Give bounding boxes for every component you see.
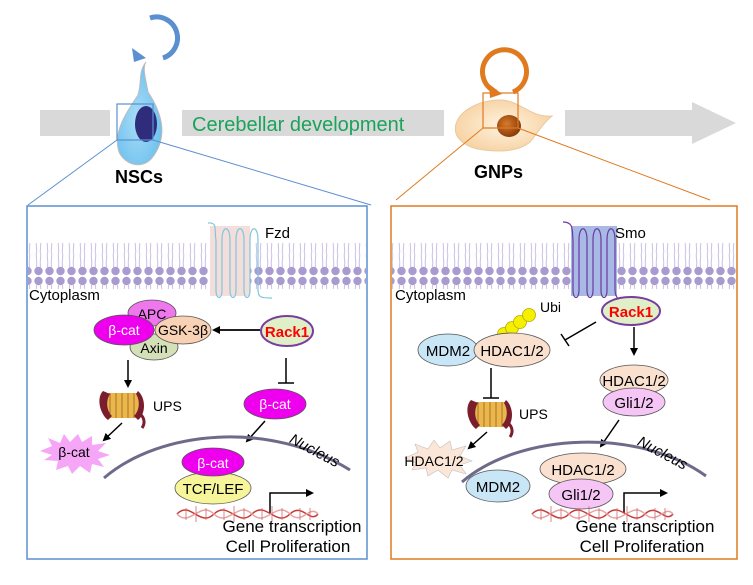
degraded-beta-cat-burst-icon: [40, 434, 110, 474]
inhibit-rack1-hdac-line: [564, 321, 597, 341]
self-renewal-arrow-icon-gnp: [480, 47, 529, 95]
outcome-line2-left: Cell Proliferation: [226, 537, 351, 556]
rack1-label-left: Rack1: [265, 324, 309, 341]
zoom-line-left-b: [152, 139, 372, 206]
right-panel-shh: Smo Cytoplasm Ubi Rack1 MDM2 HDAC1/2 HDA…: [390, 205, 738, 560]
timeline-arrow-icon: [565, 102, 736, 144]
nuclear-envelope-right: [461, 440, 707, 484]
apc-label: APC: [138, 306, 167, 322]
axin-label: Axin: [140, 340, 167, 356]
nuclear-gli-node: [548, 478, 614, 510]
gnp-zoom-box: [482, 92, 519, 129]
hdac-complex-label: HDAC1/2: [480, 343, 543, 360]
degraded-beta-cat-label: β-cat: [58, 444, 90, 460]
zoom-line-right-b: [517, 127, 711, 201]
smo-receptor-icon: [562, 221, 629, 303]
outcome-line1-left: Gene transcription: [223, 517, 362, 536]
gsk3b-label: GSK-3β: [158, 322, 208, 338]
dna-helix-icon-right: [531, 506, 674, 522]
nsc-nucleus: [135, 106, 157, 142]
timeline-bar-left: [40, 110, 110, 136]
cytoplasm-label-left: Cytoplasm: [29, 287, 100, 304]
outcome-line2-right: Cell Proliferation: [580, 537, 705, 556]
proteasome-icon-right: [467, 400, 514, 438]
beta-cat-complex-label: β-cat: [108, 322, 140, 338]
rack1-label-right: Rack1: [609, 304, 653, 321]
cell-membrane-right: [392, 243, 736, 289]
gnp-cell-icon: [454, 47, 554, 152]
mdm2-label: MDM2: [426, 343, 470, 360]
nuclear-mdm2-label: MDM2: [476, 479, 520, 496]
gli-right-node: [602, 387, 666, 417]
outcome-line1-right: Gene transcription: [576, 517, 715, 536]
free-beta-cat-node: [243, 388, 307, 420]
stage-banner-text: Cerebellar development: [192, 114, 405, 136]
inhibit-rack1-hdac-bar: [560, 333, 570, 347]
fzd-label: Fzd: [265, 225, 290, 242]
arrow-ups-to-degraded-hdac: [467, 431, 488, 450]
hdac-right-label: HDAC1/2: [602, 373, 665, 390]
degraded-hdac-burst-icon: [404, 439, 473, 479]
zoom-line-right-a: [395, 127, 484, 201]
nsc-cell-icon: [116, 14, 181, 166]
gnp-label: GNPs: [474, 162, 523, 182]
fzd-receptor-icon: [207, 222, 273, 299]
transcription-start-arrow-left: [269, 489, 314, 513]
gli-right-label: Gli1/2: [614, 395, 653, 412]
nsc-zoom-box: [116, 103, 154, 141]
nsc-label: NSCs: [115, 167, 163, 187]
gnp-nucleus: [497, 115, 521, 137]
dna-helix-icon-left: [176, 506, 319, 522]
nuclear-envelope-left: [103, 435, 351, 480]
proteasome-icon-left: [99, 391, 146, 429]
arrow-ups-to-degraded: [102, 422, 123, 442]
ubi-label: Ubi: [540, 299, 561, 315]
hdac-complex-node: [473, 332, 551, 368]
free-beta-cat-label: β-cat: [259, 396, 291, 412]
cytoplasm-label-right: Cytoplasm: [395, 287, 466, 304]
rack1-node-left: [260, 315, 314, 347]
timeline-bar-middle: [182, 110, 444, 136]
transcription-start-arrow-right: [623, 489, 668, 513]
cell-membrane: [28, 243, 366, 289]
ups-label-right: UPS: [519, 406, 548, 422]
nuclear-gli-label: Gli1/2: [561, 487, 600, 504]
smo-label: Smo: [615, 225, 646, 242]
rack1-node-right: [601, 296, 661, 326]
self-renewal-arrow-icon: [149, 14, 181, 61]
nuclear-mdm2-node: [465, 469, 531, 503]
zoom-line-left-a: [27, 139, 118, 206]
beta-cat-complex-node: [93, 314, 155, 346]
left-panel-wnt: Fzd Cytoplasm APC Axin GSK-3β β-cat Rack…: [26, 205, 368, 560]
tcf-lef-label: TCF/LEF: [183, 481, 244, 498]
gsk3b-node: [154, 315, 212, 345]
ups-label-left: UPS: [153, 398, 182, 414]
nuclear-beta-cat-node: [181, 447, 245, 477]
degraded-hdac-label: HDAC1/2: [404, 453, 463, 469]
nuclear-hdac-label: HDAC1/2: [551, 462, 614, 479]
nuclear-beta-cat-label: β-cat: [197, 455, 229, 471]
